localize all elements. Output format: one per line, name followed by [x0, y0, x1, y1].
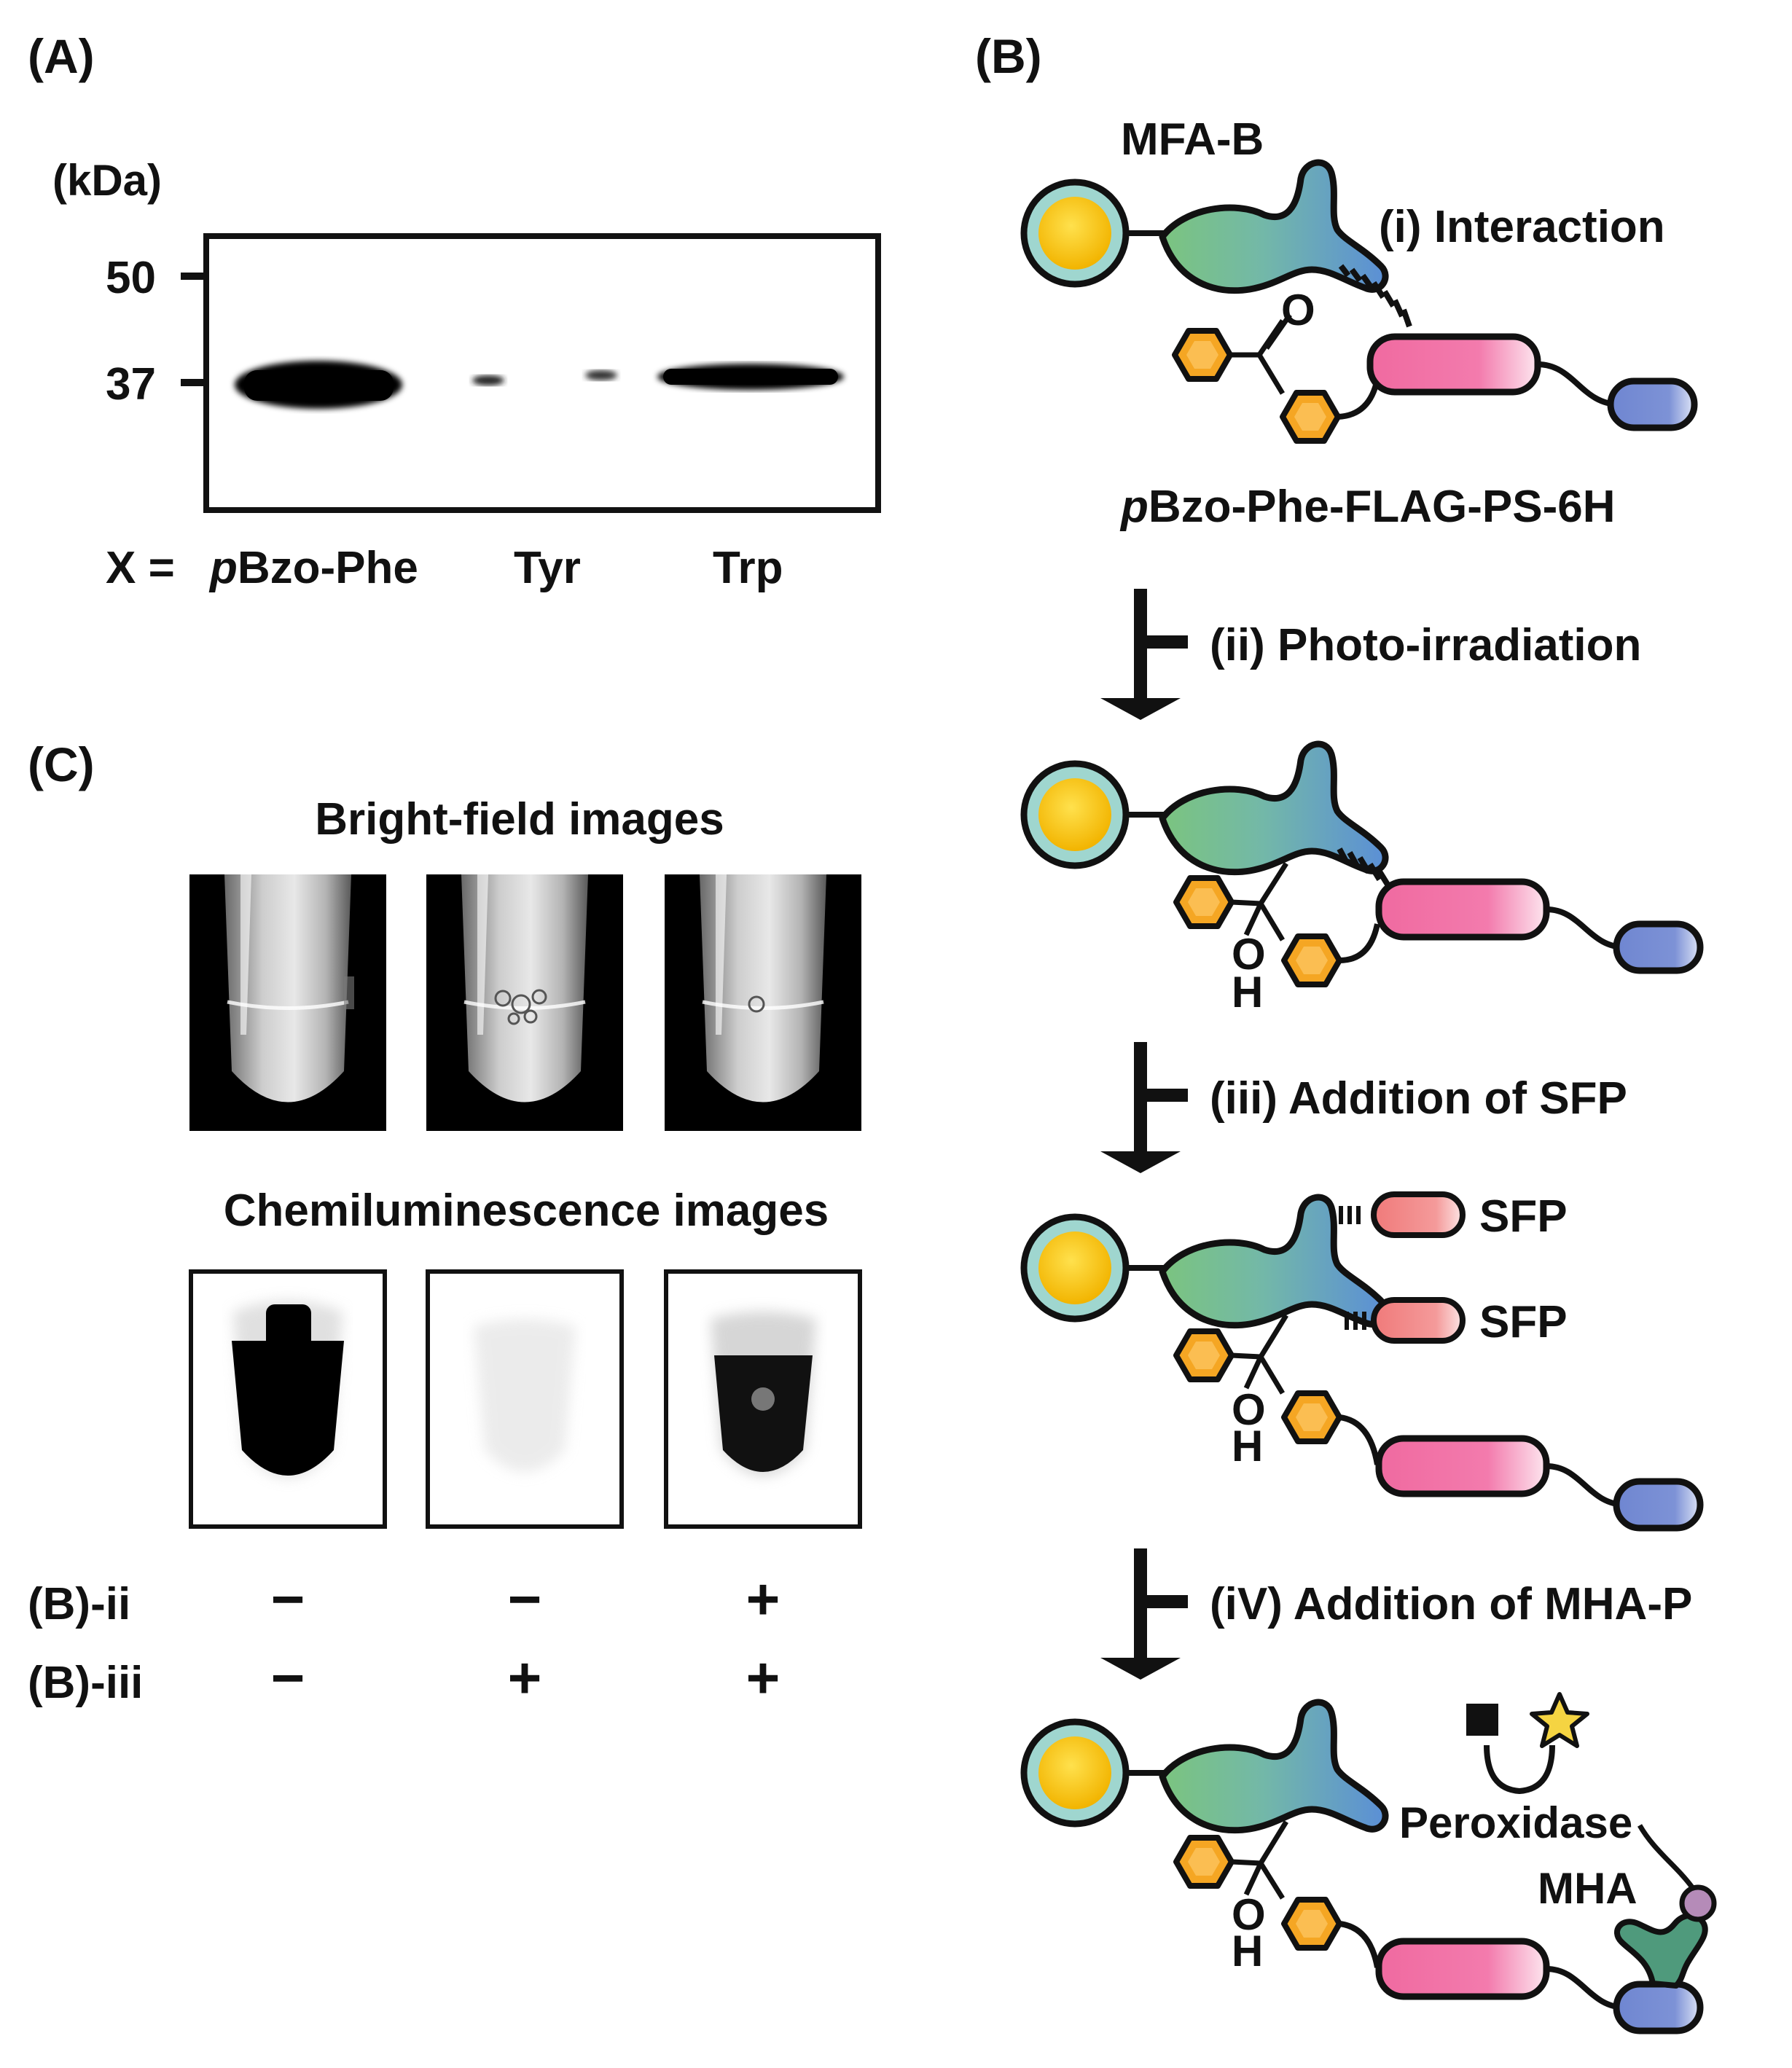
panel-b-label: (B): [975, 29, 1042, 83]
panel-a: (A) (kDa) 50 37 X = pBzo-Phe Tyr Trp: [28, 29, 881, 593]
row-b-ii-sign-2: −: [508, 1567, 542, 1632]
panel-a-label: (A): [28, 29, 95, 83]
panel-c-label: (C): [28, 737, 95, 791]
bright-field-image-2: [426, 874, 623, 1131]
hydroxyl-oxygen-label-4: O: [1232, 1890, 1266, 1939]
phenyl-ring-1a: [1175, 331, 1230, 379]
arrow-step-3: [1100, 1042, 1188, 1173]
panel-b: (B) MFA-B O (i) Interaction: [975, 29, 1717, 2031]
probe-label: pBzo-Phe-FLAG-PS-6H: [1119, 482, 1616, 532]
hydroxyl-hydrogen-label-3: H: [1232, 1422, 1263, 1470]
stage-3-complex: SFP SFP O H: [1024, 1191, 1700, 1528]
lane-tyr-label: Tyr: [514, 543, 581, 593]
chemiluminescence-title: Chemiluminescence images: [224, 1186, 829, 1236]
band-tyr-right: [585, 370, 617, 380]
step-4-label: (iV) Addition of MHA-P: [1210, 1579, 1692, 1629]
chemi-image-2: [426, 1269, 624, 1529]
bright-field-image-1: [189, 874, 386, 1131]
lane-prefix-label: X =: [106, 543, 175, 593]
antibody-4: [1162, 1702, 1385, 1830]
lane-pbzo-phe-label: pBzo-Phe: [208, 543, 418, 593]
row-b-iii-sign-2: +: [508, 1645, 542, 1710]
sfp-label-1: SFP: [1479, 1191, 1568, 1242]
phenyl-ring-3a: [1176, 1331, 1232, 1379]
mha-peroxidase: [1614, 1824, 1717, 1989]
protein-ps-1: [1370, 337, 1538, 392]
row-b-iii-sign-1: −: [271, 1645, 305, 1710]
bright-field-title: Bright-field images: [315, 794, 724, 845]
marker-50-tick: [181, 273, 206, 280]
row-b-ii-sign-1: −: [271, 1567, 305, 1632]
step-3-label: (iii) Addition of SFP: [1210, 1073, 1627, 1124]
row-b-iii-label: (B)-iii: [28, 1658, 143, 1708]
bright-field-image-3: [665, 874, 861, 1131]
marker-37-tick: [181, 379, 206, 386]
lane-trp-label: Trp: [713, 543, 783, 593]
magnetic-bead-4: [1024, 1722, 1126, 1824]
carbonyl-oxygen-label: O: [1281, 286, 1315, 334]
hydroxyl-hydrogen-label-2: H: [1232, 968, 1263, 1017]
protein-ps-4: [1379, 1941, 1546, 1997]
western-blot-bands: [235, 361, 844, 409]
reaction-arc: [1484, 1744, 1555, 1795]
panel-c: (C) Bright-field images: [28, 737, 862, 1710]
hydroxyl-hydrogen-label-4: H: [1232, 1927, 1263, 1975]
phenyl-ring-2b: [1284, 936, 1339, 984]
phenyl-ring-1b: [1283, 393, 1338, 441]
product-star-icon: [1530, 1692, 1589, 1748]
band-tyr-left: [472, 375, 504, 385]
hydroxyl-oxygen-label-3: O: [1232, 1385, 1266, 1434]
magnetic-bead-2: [1024, 764, 1126, 866]
stage-1-complex: O: [1024, 162, 1694, 441]
hydroxyl-oxygen-label-2: O: [1232, 930, 1266, 979]
phenyl-ring-2a: [1176, 878, 1232, 926]
marker-50-label: 50: [106, 253, 156, 303]
phenyl-ring-4a: [1176, 1838, 1232, 1886]
magnetic-bead-3: [1024, 1217, 1126, 1319]
his-tag-4: [1616, 1984, 1700, 2031]
peroxidase-label: Peroxidase: [1399, 1798, 1632, 1847]
phenyl-ring-3b: [1284, 1393, 1339, 1441]
chemi-image-3: [664, 1269, 862, 1529]
his-tag-3: [1616, 1481, 1700, 1528]
protein-ps-3: [1379, 1438, 1546, 1494]
row-b-iii-sign-3: +: [746, 1645, 780, 1710]
protein-ps-2: [1379, 882, 1546, 937]
his-tag-2: [1616, 924, 1700, 971]
stage-4-complex: O H Peroxidase MHA: [1024, 1692, 1717, 2031]
band-trp-core: [663, 369, 838, 385]
row-b-ii-sign-3: +: [746, 1567, 780, 1632]
marker-37-label: 37: [106, 359, 156, 410]
mfa-b-label: MFA-B: [1121, 114, 1264, 165]
antibody-3: [1162, 1197, 1385, 1325]
substrate-square-icon: [1466, 1704, 1498, 1736]
step-2-label: (ii) Photo-irradiation: [1210, 620, 1641, 670]
sfp-fragment-2: [1374, 1300, 1463, 1341]
chemi-image-1: [189, 1269, 387, 1529]
magnetic-bead-1: [1024, 182, 1126, 284]
kda-unit-label: (kDa): [52, 156, 162, 205]
phenyl-ring-4b: [1284, 1900, 1339, 1948]
arrow-step-2: [1100, 589, 1188, 720]
stage-2-complex: O H: [1024, 744, 1700, 1017]
sfp-label-2: SFP: [1479, 1297, 1568, 1347]
mha-label: MHA: [1538, 1864, 1638, 1913]
band-pbzo-phe-core: [244, 370, 394, 401]
step-1-label: (i) Interaction: [1379, 202, 1665, 252]
sfp-fragment-1: [1374, 1194, 1463, 1235]
arrow-step-4: [1100, 1548, 1188, 1680]
his-tag-1: [1611, 381, 1694, 428]
row-b-ii-label: (B)-ii: [28, 1579, 130, 1629]
